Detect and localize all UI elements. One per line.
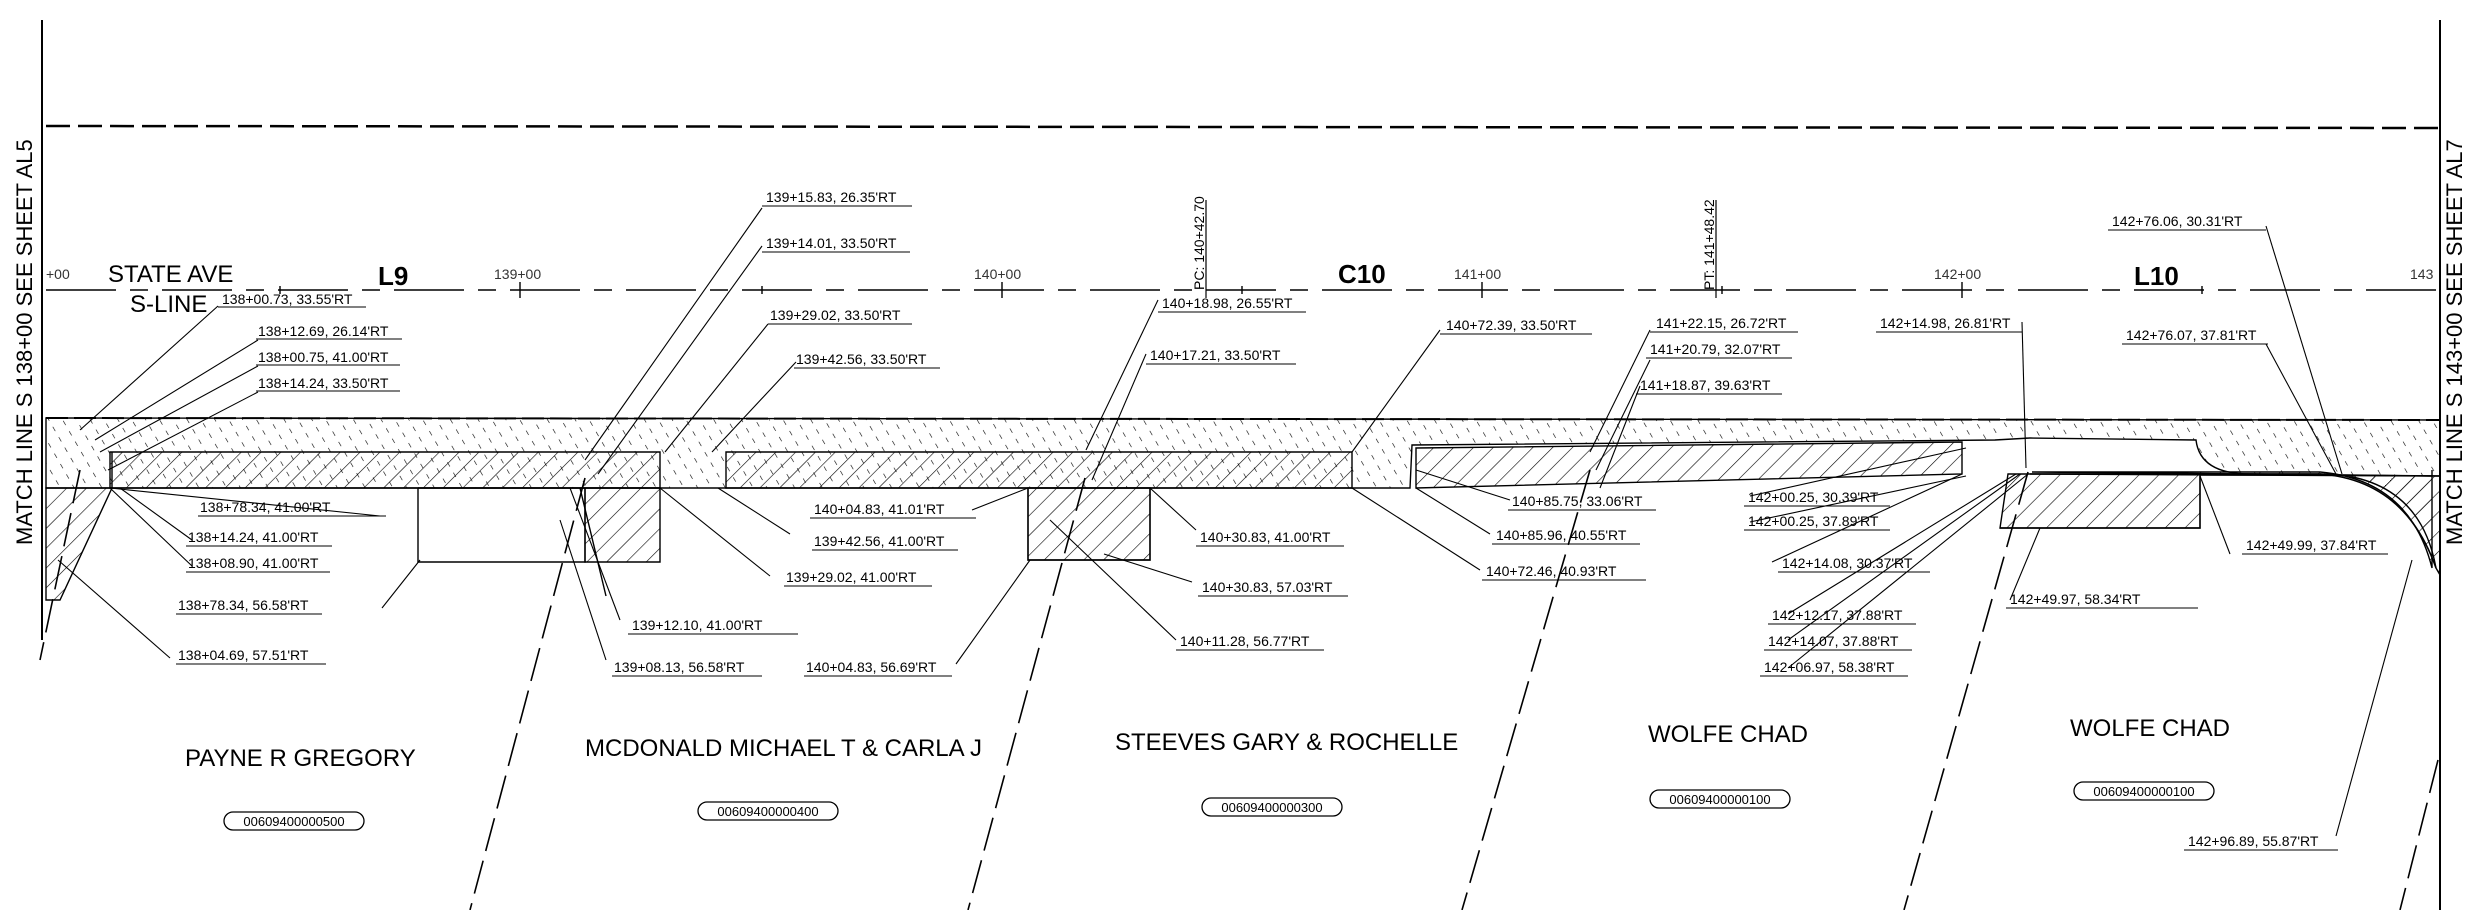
street-name: STATE AVE: [108, 261, 233, 288]
callout-label: 142+06.97, 58.38'RT: [1764, 659, 1895, 675]
street-line-label: S-LINE: [130, 291, 207, 318]
parcel-number: 00609400000100: [2093, 784, 2194, 799]
callout-label: 140+85.96, 40.55'RT: [1496, 527, 1627, 543]
callout-label: 139+29.02, 33.50'RT: [770, 307, 901, 323]
callout-label: 138+14.24, 41.00'RT: [188, 529, 319, 545]
callout-label: 139+29.02, 41.00'RT: [786, 569, 917, 585]
right-match-label: MATCH LINE S 143+00 SEE SHEET AL7: [2442, 139, 2466, 545]
station-ticks: [279, 282, 2203, 298]
callout-label: 140+72.39, 33.50'RT: [1446, 317, 1577, 333]
station-label: 139+00: [494, 266, 541, 282]
callout-label: 140+04.83, 56.69'RT: [806, 659, 937, 675]
callout-label: 142+14.98, 26.81'RT: [1880, 315, 2011, 331]
parcel-number: 00609400000100: [1669, 792, 1770, 807]
property-lines: [39, 469, 2439, 910]
callout-label: 141+20.79, 32.07'RT: [1650, 341, 1781, 357]
callout-label: 142+00.25, 37.89'RT: [1748, 513, 1879, 529]
callout-label: 142+96.89, 55.87'RT: [2188, 833, 2319, 849]
callout-label: 142+49.97, 58.34'RT: [2010, 591, 2141, 607]
callout-label: 139+12.10, 41.00'RT: [632, 617, 763, 633]
station-label: 142+00: [1934, 266, 1981, 282]
left-match-label: MATCH LINE S 138+00 SEE SHEET AL5: [12, 139, 37, 545]
pt-label: PT: 141+48.42: [1701, 199, 1717, 290]
parcel-number: 00609400000300: [1221, 800, 1322, 815]
callout-label: 140+11.28, 56.77'RT: [1180, 633, 1310, 649]
callout-label: 142+76.06, 30.31'RT: [2112, 213, 2243, 229]
alignment-label-c10: C10: [1338, 259, 1386, 289]
parcel-number: 00609400000500: [243, 814, 344, 829]
callout-label: 141+18.87, 39.63'RT: [1640, 377, 1771, 393]
callout-label: 140+18.98, 26.55'RT: [1162, 295, 1293, 311]
station-label: 140+00: [974, 266, 1021, 282]
callout-label: 140+04.83, 41.01'RT: [814, 501, 945, 517]
callout-label: 140+30.83, 41.00'RT: [1200, 529, 1331, 545]
station-label: +00: [46, 266, 70, 282]
callout-label: 138+04.69, 57.51'RT: [178, 647, 309, 663]
pc-label: PC: 140+42.70: [1191, 196, 1207, 290]
callout-label: 139+42.56, 41.00'RT: [814, 533, 945, 549]
callout-label: 139+08.13, 56.58'RT: [614, 659, 745, 675]
callout-label: 140+72.46, 40.93'RT: [1486, 563, 1617, 579]
callouts: 138+00.73, 33.55'RT 138+12.69, 26.14'RT …: [178, 189, 2377, 849]
callout-label: 139+15.83, 26.35'RT: [766, 189, 897, 205]
callout-label: 138+00.73, 33.55'RT: [222, 291, 353, 307]
driveway-areas: [45, 441, 2441, 601]
callout-label: 138+78.34, 56.58'RT: [178, 597, 309, 613]
callout-label: 139+14.01, 33.50'RT: [766, 235, 897, 251]
callout-label: 140+17.21, 33.50'RT: [1150, 347, 1281, 363]
callout-underlines: [176, 205, 2388, 851]
callout-label: 138+78.34, 41.00'RT: [200, 499, 331, 515]
callout-label: 138+08.90, 41.00'RT: [188, 555, 319, 571]
owner-name: PAYNE R GREGORY: [185, 745, 416, 772]
alignment-label-l10: L10: [2134, 261, 2179, 291]
alignment-label-l9: L9: [378, 261, 408, 291]
callout-label: 139+42.56, 33.50'RT: [796, 351, 927, 367]
station-label: 143: [2410, 266, 2434, 282]
right-of-way-line: [45, 124, 2441, 130]
owner-name: WOLFE CHAD: [1648, 721, 1808, 748]
callout-label: 142+14.08, 30.37'RT: [1782, 555, 1913, 571]
callout-label: 142+49.99, 37.84'RT: [2246, 537, 2377, 553]
callout-label: 142+76.07, 37.81'RT: [2126, 327, 2257, 343]
parcel-number: 00609400000400: [717, 804, 818, 819]
callout-label: 140+85.75, 33.06'RT: [1512, 493, 1643, 509]
parcel-badges: 00609400000500 00609400000400 0060940000…: [223, 781, 2215, 831]
callout-label: 141+22.15, 26.72'RT: [1656, 315, 1787, 331]
callout-label: 140+30.83, 57.03'RT: [1202, 579, 1333, 595]
callout-label: 142+12.17, 37.88'RT: [1772, 607, 1903, 623]
callout-label: 138+14.24, 33.50'RT: [258, 375, 389, 391]
driveway-outlines: [111, 452, 2201, 597]
station-label: 141+00: [1454, 266, 1501, 282]
leader-lines: [57, 207, 2413, 837]
callout-label: 138+12.69, 26.14'RT: [258, 323, 389, 339]
callout-label: 142+00.25, 30.39'RT: [1748, 489, 1879, 505]
callout-label: 138+00.75, 41.00'RT: [258, 349, 389, 365]
owner-name: WOLFE CHAD: [2070, 715, 2230, 742]
callout-label: 142+14.07, 37.88'RT: [1768, 633, 1899, 649]
owner-name: STEEVES GARY & ROCHELLE: [1115, 729, 1458, 756]
owner-name: MCDONALD MICHAEL T & CARLA J: [585, 735, 982, 762]
